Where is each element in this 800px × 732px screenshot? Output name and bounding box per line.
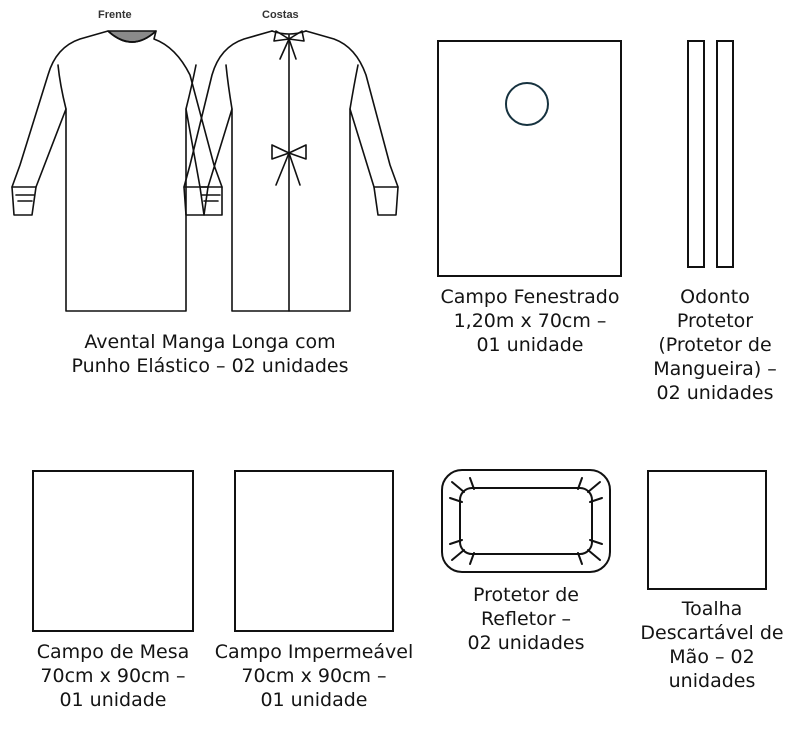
fenestration-circle <box>505 82 549 126</box>
hand-towel-caption: Toalha Descartável de Mão – 02 unidades <box>628 597 796 693</box>
gown-front-drawing <box>11 30 223 312</box>
reflector-protector-caption-line-1: Protetor de <box>473 584 579 606</box>
reflector-protector-illustration <box>441 469 611 573</box>
fenestrated-drape-illustration <box>437 40 622 277</box>
gown-back-label: Costas <box>262 9 299 21</box>
hose-protector-caption-line-3: (Protetor de <box>658 334 772 356</box>
waterproof-drape-caption-line-3: 01 unidade <box>260 689 368 711</box>
hose-protector-caption: Odonto Protetor (Protetor de Mangueira) … <box>640 285 790 405</box>
fenestrated-drape-caption: Campo Fenestrado 1,20m x 70cm – 01 unida… <box>420 285 640 357</box>
hose-protector-caption-line-2: Protetor <box>676 310 754 332</box>
hose-protector-caption-line-5: 02 unidades <box>656 382 774 404</box>
gown-caption: Avental Manga Longa com Punho Elástico –… <box>20 330 400 378</box>
table-drape-caption-line-3: 01 unidade <box>59 689 167 711</box>
hand-towel-illustration <box>647 470 767 590</box>
reflector-protector-caption: Protetor de Refletor – 02 unidades <box>430 583 622 655</box>
table-drape-illustration <box>32 470 194 632</box>
table-drape-caption-line-1: Campo de Mesa <box>36 641 190 663</box>
waterproof-drape-caption-line-1: Campo Impermeável <box>214 641 414 663</box>
reflector-protector-caption-line-2: Refletor – <box>480 608 572 630</box>
fenestrated-drape-caption-line-1: Campo Fenestrado <box>440 286 620 308</box>
hose-protector-strip-1 <box>687 40 705 268</box>
hand-towel-caption-line-3: Mão – 02 <box>669 646 755 668</box>
fenestrated-drape-caption-line-2: 1,20m x 70cm – <box>453 310 607 332</box>
hand-towel-caption-line-4: unidades <box>668 670 756 692</box>
gown-caption-line-1: Avental Manga Longa com <box>84 331 336 353</box>
waterproof-drape-illustration <box>234 470 394 632</box>
gown-illustration <box>11 30 399 312</box>
gown-front-label: Frente <box>98 9 132 21</box>
hand-towel-caption-line-1: Toalha <box>681 598 743 620</box>
hose-protector-caption-line-4: Mangueira) – <box>653 358 777 380</box>
reflector-protector-caption-line-3: 02 unidades <box>467 632 585 654</box>
waterproof-drape-caption-line-2: 70cm x 90cm – <box>241 665 387 687</box>
table-drape-caption: Campo de Mesa 70cm x 90cm – 01 unidade <box>10 640 216 712</box>
gown-caption-line-2: Punho Elástico – 02 unidades <box>71 355 349 377</box>
table-drape-caption-line-2: 70cm x 90cm – <box>40 665 186 687</box>
gown-back-drawing <box>183 30 399 312</box>
fenestrated-drape-caption-line-3: 01 unidade <box>476 334 584 356</box>
hose-protector-strip-2 <box>716 40 734 268</box>
hand-towel-caption-line-2: Descartável de <box>640 622 784 644</box>
hose-protector-caption-line-1: Odonto <box>680 286 750 308</box>
waterproof-drape-caption: Campo Impermeável 70cm x 90cm – 01 unida… <box>206 640 422 712</box>
